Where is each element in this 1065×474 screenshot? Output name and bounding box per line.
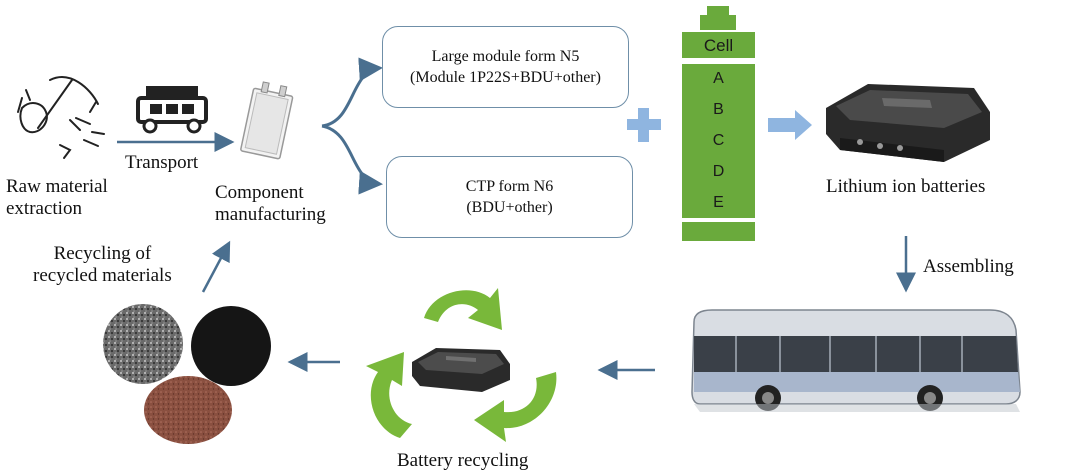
recycled-materials-label: Recycling of recycled materials <box>33 243 172 287</box>
n5-title: Large module form N5 <box>431 48 580 65</box>
sample-grey-grit <box>103 304 183 384</box>
component-line2: manufacturing <box>215 204 326 225</box>
component-line1: Component <box>215 182 304 203</box>
raw-material-line1: Raw material <box>6 176 108 197</box>
sample-black-powder <box>191 306 271 386</box>
assembling-label: Assembling <box>923 256 1014 277</box>
branch-arrow-n6 <box>321 124 383 195</box>
raw-material-label: Raw material extraction <box>6 176 108 220</box>
cell-body <box>682 64 755 218</box>
transport-label: Transport <box>125 152 199 173</box>
recycled-materials-line2: recycled materials <box>33 265 172 286</box>
raw-material-line2: extraction <box>6 198 82 219</box>
reuse-arrow <box>201 240 231 293</box>
n5-detail: (Module 1P22S+BDU+other) <box>410 69 601 86</box>
n6-title: CTP form N6 <box>465 178 554 195</box>
component-manufacturing-label: Component manufacturing <box>215 182 326 226</box>
ctp-n6-box: CTP form N6 (BDU+other) <box>386 156 633 238</box>
recycling-battery-pack <box>412 348 510 392</box>
cell-letter-b: B <box>713 101 724 118</box>
cell-terminal-top <box>707 6 729 15</box>
cell-letter-e: E <box>713 194 724 211</box>
plus-icon <box>627 108 661 142</box>
cell-column: Cell A B C D E <box>682 6 755 242</box>
n6-detail: (BDU+other) <box>466 199 553 216</box>
cell-title: Cell <box>703 36 734 55</box>
to-pack-arrow <box>768 110 812 140</box>
sample-brown-powder <box>144 376 232 444</box>
cell-letter-c: C <box>712 132 725 149</box>
lithium-ion-batteries-label: Lithium ion batteries <box>826 176 986 197</box>
cell-letter-a: A <box>713 70 724 87</box>
cell-header <box>682 32 755 58</box>
cell-letter-d: D <box>712 163 725 180</box>
cell-base <box>682 222 755 241</box>
recycled-materials-line1: Recycling of <box>53 243 152 264</box>
battery-recycling-label: Battery recycling <box>397 450 529 471</box>
cell-terminal-neck <box>700 15 736 30</box>
module-n5-box: Large module form N5 (Module 1P22S+BDU+o… <box>382 26 629 108</box>
branch-arrow-n5 <box>321 57 383 128</box>
